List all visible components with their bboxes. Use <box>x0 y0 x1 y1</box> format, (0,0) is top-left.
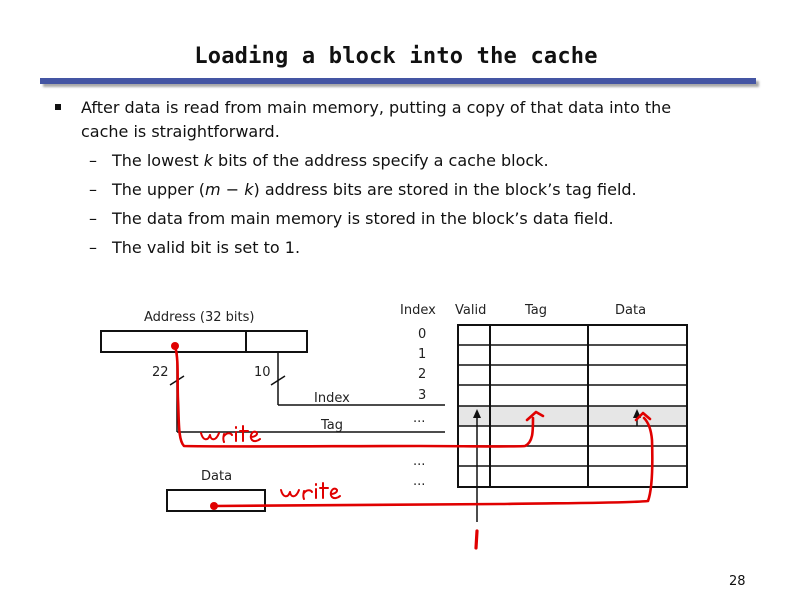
data-write-path <box>212 416 654 508</box>
data-write-arrowhead <box>634 411 652 422</box>
index-value-ellipsis: ... <box>413 411 426 426</box>
data-label: Data <box>201 469 233 484</box>
sub-bullet-2-text-b: ) address bits are stored in the block’s… <box>253 180 637 199</box>
sub-bullet-1-text-a: The lowest <box>112 151 204 170</box>
tag-write-arrowhead <box>525 410 545 422</box>
sub-bullet-1-var: k <box>203 151 213 170</box>
index-wire-label: Index <box>314 391 350 406</box>
handwritten-write-1 <box>200 425 261 443</box>
data-register <box>166 489 266 512</box>
valid-bit-mark <box>474 529 479 550</box>
sub-bullet-1-text-b: bits of the address specify a cache bloc… <box>212 151 549 170</box>
tag-wire-label: Tag <box>321 418 344 433</box>
index-value: 2 <box>418 367 427 382</box>
address-register <box>100 330 308 353</box>
tag-bit-count: 22 <box>152 365 169 380</box>
sub-bullet-2-var-m: m <box>205 180 221 199</box>
sub-bullet-2: The upper (m − k) address bits are store… <box>112 180 637 200</box>
index-value-ellipsis: ... <box>413 474 426 489</box>
index-bit-count: 10 <box>254 365 271 380</box>
sub-bullet-2-minus: − <box>220 180 245 199</box>
handwritten-write-2 <box>280 482 341 500</box>
index-value-ellipsis: ... <box>413 454 426 469</box>
bullet-main-line-2: cache is straightforward. <box>81 122 280 141</box>
sub-bullet-dash: – <box>89 180 97 199</box>
slide-title: Loading a block into the cache <box>194 44 598 69</box>
sub-bullet-4: The valid bit is set to 1. <box>112 238 301 257</box>
bullet-square-icon <box>55 104 61 110</box>
tag-write-path <box>173 344 535 448</box>
sub-bullet-dash: – <box>89 151 97 170</box>
address-field-wires <box>169 352 445 433</box>
sub-bullet-dash: – <box>89 238 97 257</box>
highlighted-cache-row <box>458 406 687 426</box>
sub-bullet-2-text-a: The upper ( <box>112 180 206 199</box>
header-valid: Valid <box>455 303 487 318</box>
red-annotations <box>171 342 654 550</box>
address-label: Address (32 bits) <box>144 310 255 325</box>
slide-number: 28 <box>729 574 746 589</box>
sub-bullet-2-var-k: k <box>244 180 254 199</box>
sub-bullet-dash: – <box>89 209 97 228</box>
index-value: 0 <box>418 327 427 342</box>
sub-bullet-1: The lowest k bits of the address specify… <box>112 151 549 171</box>
header-tag: Tag <box>525 303 548 318</box>
index-value: 1 <box>418 347 427 362</box>
bullet-main-line-1: After data is read from main memory, put… <box>81 98 672 117</box>
title-divider <box>40 78 756 84</box>
index-value: 3 <box>418 388 427 403</box>
header-index: Index <box>400 303 436 318</box>
header-data: Data <box>615 303 647 318</box>
sub-bullet-3: The data from main memory is stored in t… <box>112 209 614 228</box>
